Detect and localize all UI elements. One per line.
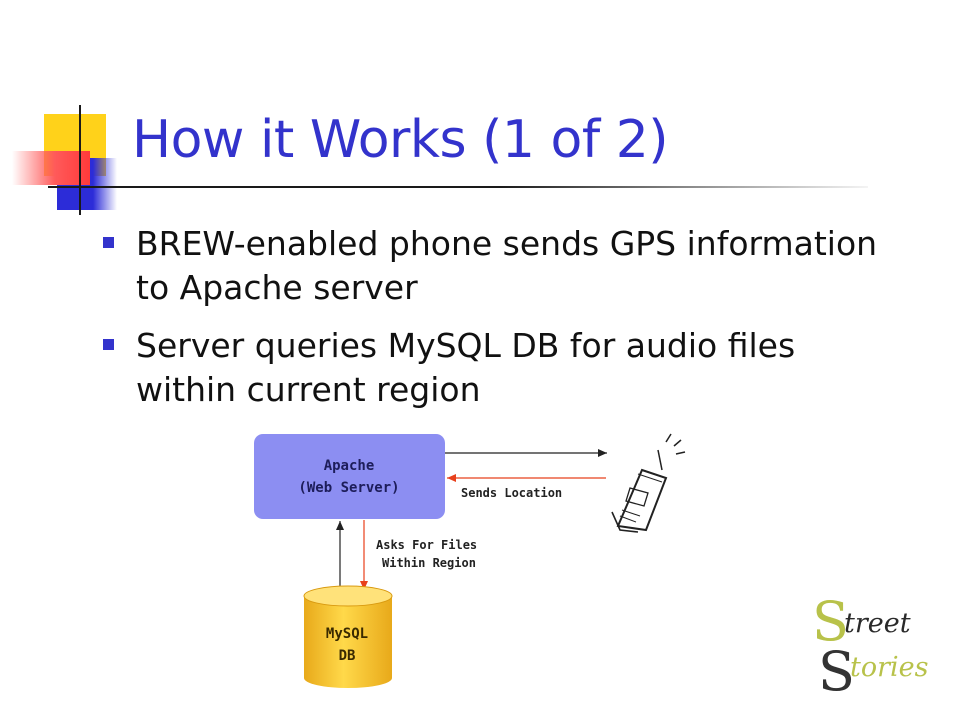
db-label-line2: DB [339, 648, 356, 664]
slide-title: How it Works (1 of 2) [132, 110, 669, 170]
logo-word-2: tories [850, 652, 928, 683]
logo-cap-s-2: S [818, 640, 855, 703]
database-node: MySQL DB [303, 585, 393, 688]
server-label-line1: Apache [324, 458, 375, 474]
bullet-item: Server queries MySQL DB for audio files … [100, 324, 900, 412]
bullet-item: BREW-enabled phone sends GPS information… [100, 222, 900, 310]
logo-cap-s-1: S [812, 590, 849, 653]
logo-word-1: treet [844, 608, 911, 639]
server-label-line2: (Web Server) [298, 480, 399, 496]
bullet-text: Server queries MySQL DB for audio files … [136, 326, 796, 409]
asks-for-files-label-line2: Within Region [382, 556, 476, 570]
title-underline [48, 186, 868, 188]
bullet-list: BREW-enabled phone sends GPS information… [100, 222, 900, 426]
db-cylinder-top [303, 585, 393, 607]
corner-decoration [0, 95, 140, 220]
street-stories-logo: S treet S tories [812, 590, 928, 703]
red-bar [12, 151, 90, 185]
phone-icon [611, 433, 686, 533]
sends-location-label: Sends Location [461, 486, 562, 500]
server-box [254, 434, 445, 519]
asks-for-files-label-line1: Asks For Files [376, 538, 477, 552]
db-label-line1: MySQL [326, 626, 368, 642]
decor-vline [79, 105, 81, 215]
bullet-square-icon [103, 237, 114, 248]
bullet-square-icon [103, 339, 114, 350]
bullet-text: BREW-enabled phone sends GPS information… [136, 224, 878, 307]
server-node: Apache (Web Server) [254, 434, 445, 519]
db-cylinder-body [304, 596, 392, 688]
